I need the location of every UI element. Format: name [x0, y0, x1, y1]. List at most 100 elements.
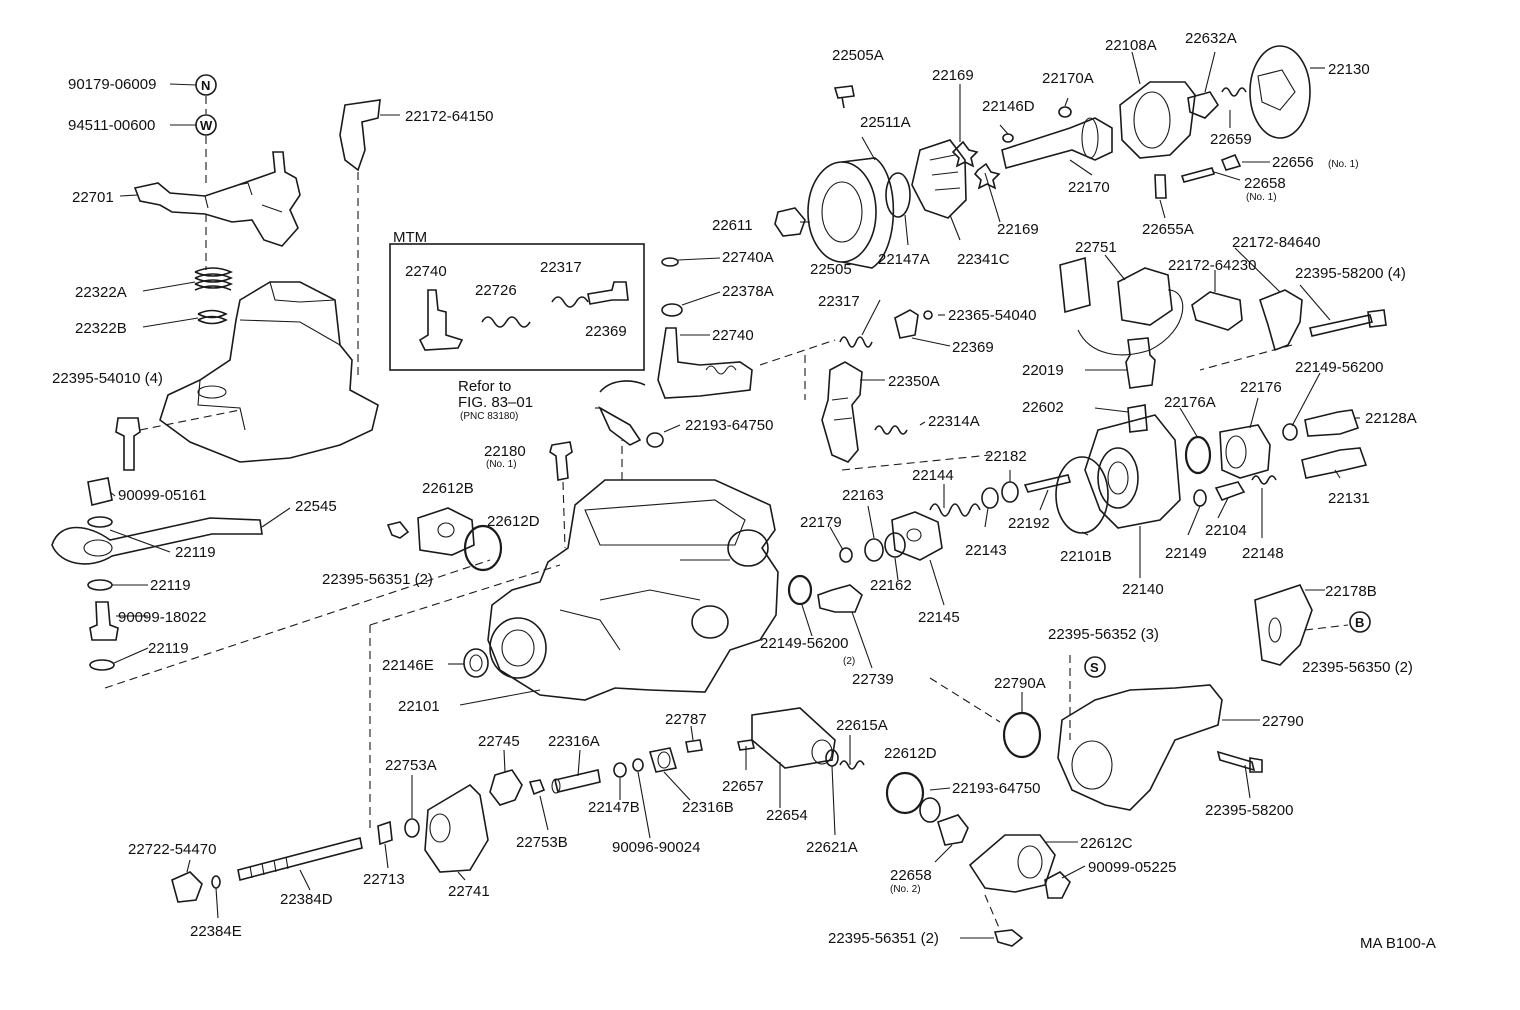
label-22119-c: 22119 [148, 640, 189, 657]
label-22170A: 22170A [1042, 70, 1094, 87]
gasket-22101B [1055, 456, 1109, 534]
label-22147B: 22147B [588, 799, 640, 816]
spring-22659 [1221, 87, 1247, 97]
spring-22615A [839, 760, 865, 770]
nut-90099-05225 [1044, 871, 1071, 899]
screw-22104 [1214, 481, 1246, 501]
bracket-22172-64150 [339, 99, 381, 172]
label-22632A: 22632A [1185, 30, 1237, 47]
label-22145: 22145 [918, 609, 960, 626]
label-90099-05161: 90099-05161 [118, 487, 206, 504]
timer-22790 [1057, 684, 1223, 811]
label-22322A: 22322A [75, 284, 127, 301]
label-22612C: 22612C [1080, 835, 1133, 852]
mtm-title: MTM [393, 229, 427, 246]
oring-22790A [1002, 711, 1042, 759]
label-22179: 22179 [800, 514, 842, 531]
label-22740A: 22740A [722, 249, 774, 266]
label-22505: 22505 [810, 261, 852, 278]
mtm-spring-22726 [481, 316, 531, 328]
label-22130: 22130 [1328, 61, 1370, 78]
gear-22341C [911, 139, 967, 219]
pipe-22545 [51, 517, 263, 565]
label-22655A: 22655A [1142, 221, 1194, 238]
label-22656: 22656 [1272, 154, 1314, 171]
mtm-spring-22317 [551, 296, 589, 308]
spring-22148 [1251, 475, 1277, 485]
label-22019: 22019 [1022, 362, 1064, 379]
pin-22655A [1154, 174, 1167, 199]
shaft-22316A [554, 769, 601, 793]
flyweight-holder-22505 [807, 161, 877, 263]
label-22169-a: 22169 [932, 67, 974, 84]
label-22602: 22602 [1022, 399, 1064, 416]
label-22395-54010: 22395-54010 (4) [52, 370, 163, 387]
spring-22322B [197, 309, 228, 325]
part-labels: 90179-06009 94511-00600 22172-64150 2270… [52, 30, 1417, 947]
label-22169-b: 22169 [997, 221, 1039, 238]
label-22146D: 22146D [982, 98, 1035, 115]
label-22751: 22751 [1075, 239, 1117, 256]
label-22658-a: 22658 [1244, 175, 1286, 192]
label-22395-56350: 22395-56350 (2) [1302, 659, 1413, 676]
plug-22369 [894, 309, 919, 339]
washer-22119-a [87, 516, 113, 528]
label-22656-sub: (No. 1) [1328, 159, 1359, 170]
label-22612B: 22612B [422, 480, 474, 497]
distributor-head-22140 [1084, 414, 1181, 529]
label-22790: 22790 [1262, 713, 1304, 730]
label-22505A: 22505A [832, 47, 884, 64]
label-22713: 22713 [363, 871, 405, 888]
sensor-22019 [1125, 337, 1156, 389]
washer-22163 [864, 538, 884, 562]
nut-22722-54470 [171, 871, 203, 903]
label-22322B: 22322B [75, 320, 127, 337]
roller-22316B [648, 747, 678, 773]
refer-note: Refor to FIG. 83–01 (PNC 83180) [458, 378, 533, 422]
label-22172-64150: 22172-64150 [405, 108, 493, 125]
label-22365-54040: 22365-54040 [948, 307, 1036, 324]
label-22172-64230: 22172-64230 [1168, 257, 1256, 274]
refer-note-line3: (PNC 83180) [460, 411, 518, 422]
fitting-22180 [549, 441, 573, 481]
bearing-22146E [463, 648, 489, 678]
label-22511A: 22511A [860, 114, 911, 131]
valve-22602 [1127, 404, 1148, 433]
label-22369-mtm: 22369 [585, 323, 627, 340]
symbol-n: N [201, 78, 210, 93]
label-22144: 22144 [912, 467, 954, 484]
label-22176A: 22176A [1164, 394, 1216, 411]
symbol-s-circle [1084, 656, 1106, 678]
label-22140: 22140 [1122, 581, 1164, 598]
label-22658-a-sub: (No. 1) [1246, 192, 1277, 203]
bolt-22395-58200 [1216, 750, 1263, 773]
label-22745: 22745 [478, 733, 520, 750]
label-22149-56200-a: 22149-56200 [1295, 359, 1383, 376]
label-22701: 22701 [72, 189, 114, 206]
bolt-22395-54010 [115, 417, 141, 471]
label-22384E: 22384E [190, 923, 242, 940]
label-90099-05225: 90099-05225 [1088, 859, 1176, 876]
label-22101B: 22101B [1060, 548, 1112, 565]
label-22148: 22148 [1242, 545, 1284, 562]
lever-22350A [821, 361, 863, 463]
washer-22378A [661, 303, 683, 317]
mtm-plunger-22369 [587, 281, 629, 305]
symbol-s: S [1090, 660, 1099, 675]
label-22395-58200: 22395-58200 [1205, 802, 1293, 819]
washer-22632A [1187, 91, 1220, 119]
label-22178B: 22178B [1325, 583, 1377, 600]
label-22612D-b: 22612D [884, 745, 937, 762]
label-22182: 22182 [985, 448, 1027, 465]
oring-22193-64750-b [919, 797, 941, 823]
label-22149: 22149 [1165, 545, 1207, 562]
shaft-22384D [237, 837, 363, 881]
label-22143: 22143 [965, 542, 1007, 559]
label-22170: 22170 [1068, 179, 1110, 196]
oring-22740A [661, 257, 679, 267]
label-22172-84640: 22172-84640 [1232, 234, 1320, 251]
washer-22119-c [89, 659, 115, 671]
refer-note-line1: Refor to [458, 378, 511, 395]
